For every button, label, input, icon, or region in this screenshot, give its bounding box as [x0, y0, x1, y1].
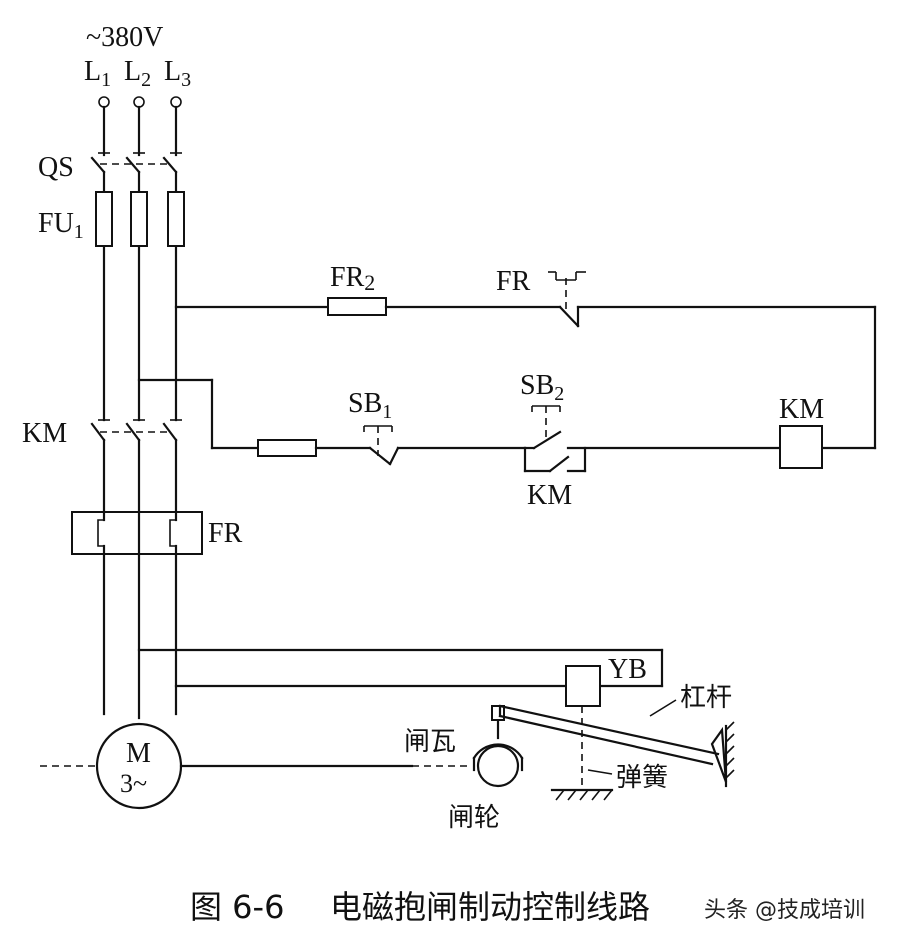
phase-label-l3: L3 — [164, 56, 191, 91]
yb-wiring — [137, 648, 664, 688]
fr2-fuse — [327, 297, 387, 316]
fr-heater-label: FR — [208, 518, 243, 549]
control-lower-rung — [137, 378, 782, 473]
fu1-label: FU1 — [38, 208, 84, 243]
control-fuse — [257, 439, 317, 457]
shoe-label: 闸瓦 — [404, 727, 456, 757]
fr2-label: FR2 — [330, 262, 375, 295]
caption-title: 电磁抱闸制动控制线路 — [330, 888, 650, 926]
spring-label: 弹簧 — [616, 763, 668, 793]
supply-voltage-label: ~380V — [86, 22, 163, 53]
phase-labels: L1 L2 L3 — [84, 56, 191, 91]
qs-label: QS — [38, 152, 74, 183]
km-coil — [779, 425, 823, 469]
km-aux-label: KM — [527, 480, 572, 511]
motor-m-label: M — [126, 738, 151, 769]
sb1-label: SB1 — [348, 388, 392, 423]
qs-switch — [90, 152, 182, 174]
motor-phase-label: 3~ — [120, 769, 147, 798]
fr-nc-actuator — [548, 271, 586, 314]
main-power-lines — [102, 105, 178, 720]
yb-label: YB — [608, 654, 647, 685]
lever-label: 杠杆 — [680, 683, 732, 713]
km-main-contacts — [90, 419, 182, 442]
phase-label-l1: L1 — [84, 56, 111, 91]
caption-number: 图 6-6 — [190, 888, 284, 926]
supply-terminals — [98, 96, 182, 108]
watermark: 头条 @技成培训 — [700, 890, 869, 926]
sb2-actuator — [531, 405, 561, 440]
fr-heater — [71, 510, 203, 556]
wheel-label: 闸轮 — [448, 803, 500, 833]
fu1-fuses — [95, 191, 185, 247]
motor — [40, 722, 470, 810]
control-top-rung — [174, 297, 877, 450]
fr-nc-label: FR — [496, 266, 531, 297]
brake-mechanism — [472, 699, 735, 801]
yb-coil — [565, 665, 601, 707]
km-coil-label: KM — [779, 394, 824, 425]
km-main-label: KM — [22, 418, 67, 449]
phase-label-l2: L2 — [124, 56, 151, 91]
sb2-label: SB2 — [520, 370, 564, 405]
sb1-actuator — [363, 425, 393, 456]
